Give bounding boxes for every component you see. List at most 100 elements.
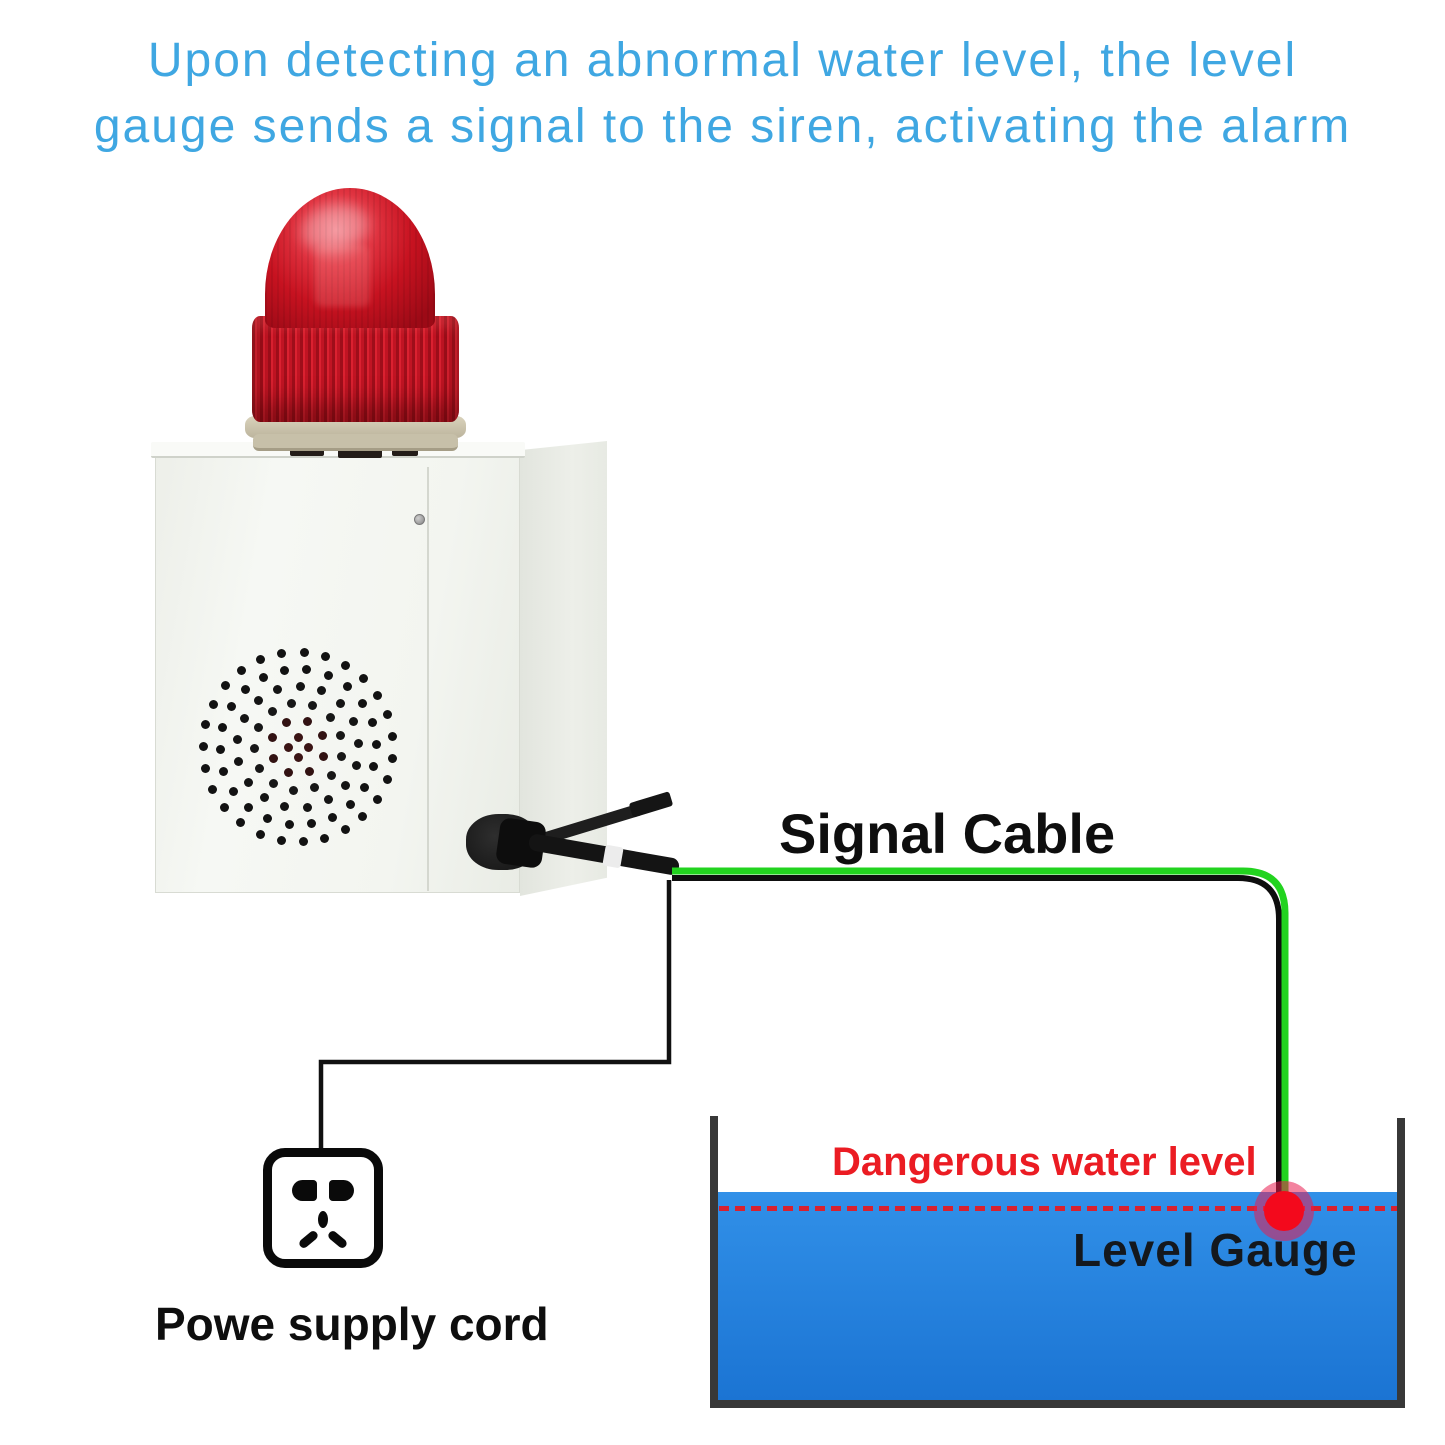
speaker-hole <box>357 698 367 708</box>
speaker-hole <box>243 777 253 787</box>
speaker-hole <box>226 702 236 712</box>
headline: Upon detecting an abnormal water level, … <box>0 28 1445 160</box>
speaker-hole <box>208 699 218 709</box>
speaker-hole <box>323 670 333 680</box>
speaker-hole <box>302 665 312 674</box>
speaker-hole <box>371 740 381 750</box>
speaker-hole <box>220 803 230 813</box>
speaker-hole <box>198 742 208 752</box>
speaker-hole <box>229 786 239 796</box>
speaker-hole <box>340 825 350 834</box>
speaker-hole <box>276 836 286 845</box>
tank-wall-bottom <box>710 1399 1405 1408</box>
speaker-hole <box>268 733 278 743</box>
power-cord-label: Powe supply cord <box>155 1298 549 1350</box>
speaker-hole <box>335 730 345 740</box>
outlet-slot-bottom-left <box>297 1229 320 1250</box>
speaker-hole <box>244 802 254 812</box>
outlet-slot-bottom-right <box>326 1229 349 1250</box>
speaker-hole <box>221 681 230 691</box>
speaker-hole <box>382 775 392 785</box>
speaker-hole <box>351 761 361 771</box>
tank-wall-left <box>710 1116 718 1408</box>
speaker-hole <box>302 717 312 727</box>
siren-box-door-seam <box>427 467 429 891</box>
speaker-hole <box>360 782 370 792</box>
speaker-hole <box>263 814 273 824</box>
speaker-hole <box>259 672 269 682</box>
danger-level-label: Dangerous water level <box>832 1140 1257 1184</box>
speaker-hole <box>269 779 279 789</box>
speaker-hole <box>373 690 383 700</box>
speaker-hole <box>298 837 308 847</box>
speaker-hole <box>323 795 333 805</box>
speaker-hole <box>249 743 259 753</box>
speaker-hole <box>346 800 356 809</box>
speaker-hole <box>282 718 292 727</box>
signal-cable-label: Signal Cable <box>779 802 1116 865</box>
speaker-hole <box>308 701 318 710</box>
danger-level-dashed-line <box>719 1206 1397 1211</box>
speaker-hole <box>256 655 266 665</box>
speaker-hole <box>273 684 283 694</box>
speaker-hole <box>342 682 352 692</box>
speaker-hole <box>359 673 368 683</box>
speaker-hole <box>236 818 246 828</box>
outlet-slot-middle <box>318 1211 328 1228</box>
speaker-hole <box>387 754 397 763</box>
speaker-hole <box>325 712 335 722</box>
speaker-hole <box>327 770 337 780</box>
speaker-hole <box>253 696 263 706</box>
speaker-hole <box>269 753 278 763</box>
speaker-hole <box>283 742 293 752</box>
speaker-hole <box>255 829 265 839</box>
speaker-hole <box>336 752 346 761</box>
speaker-hole <box>372 795 382 805</box>
speaker-hole <box>303 742 313 752</box>
speaker-hole <box>219 766 229 776</box>
speaker-hole <box>358 811 368 821</box>
beacon-base-lip <box>253 434 458 451</box>
headline-line1: Upon detecting an abnormal water level, … <box>147 34 1298 87</box>
speaker-hole <box>280 665 290 675</box>
headline-line2: gauge sends a signal to the siren, activ… <box>93 100 1352 153</box>
power-outlet-icon <box>263 1148 383 1268</box>
screw-icon <box>414 514 425 525</box>
red-dot-sensor-core <box>1264 1191 1304 1231</box>
speaker-hole <box>295 681 305 691</box>
speaker-hole <box>215 744 225 754</box>
speaker-hole <box>310 783 320 793</box>
level-gauge-label: Level Gauge <box>1073 1224 1358 1276</box>
speaker-hole <box>284 820 294 829</box>
speaker-hole <box>277 648 287 658</box>
speaker-hole <box>255 763 265 773</box>
speaker-hole <box>287 699 297 708</box>
beacon-ribbed-lens <box>252 316 459 422</box>
speaker-hole <box>387 731 397 741</box>
speaker-hole <box>239 713 249 723</box>
speaker-hole <box>304 767 314 776</box>
signal-cable-black-line <box>672 875 1282 1208</box>
speaker-hole <box>302 802 312 812</box>
speaker-hole <box>318 731 327 741</box>
speaker-hole <box>280 802 290 812</box>
tank-wall-right <box>1397 1118 1405 1408</box>
speaker-hole <box>201 764 210 773</box>
speaker-hole <box>254 723 263 732</box>
outlet-slot-top-right <box>329 1180 354 1201</box>
speaker-hole <box>289 786 299 796</box>
speaker-hole <box>293 732 303 742</box>
speaker-hole <box>327 812 337 822</box>
speaker-hole <box>317 686 327 696</box>
speaker-hole <box>293 752 303 762</box>
power-cord-line <box>318 880 672 1152</box>
speaker-hole <box>233 734 242 744</box>
signal-cable-green-line <box>672 867 1289 1204</box>
speaker-hole <box>299 647 309 657</box>
outlet-slot-top-left <box>292 1180 317 1201</box>
speaker-hole <box>259 793 269 803</box>
speaker-hole <box>320 833 330 843</box>
speaker-hole <box>201 720 211 730</box>
speaker-hole <box>218 722 228 732</box>
